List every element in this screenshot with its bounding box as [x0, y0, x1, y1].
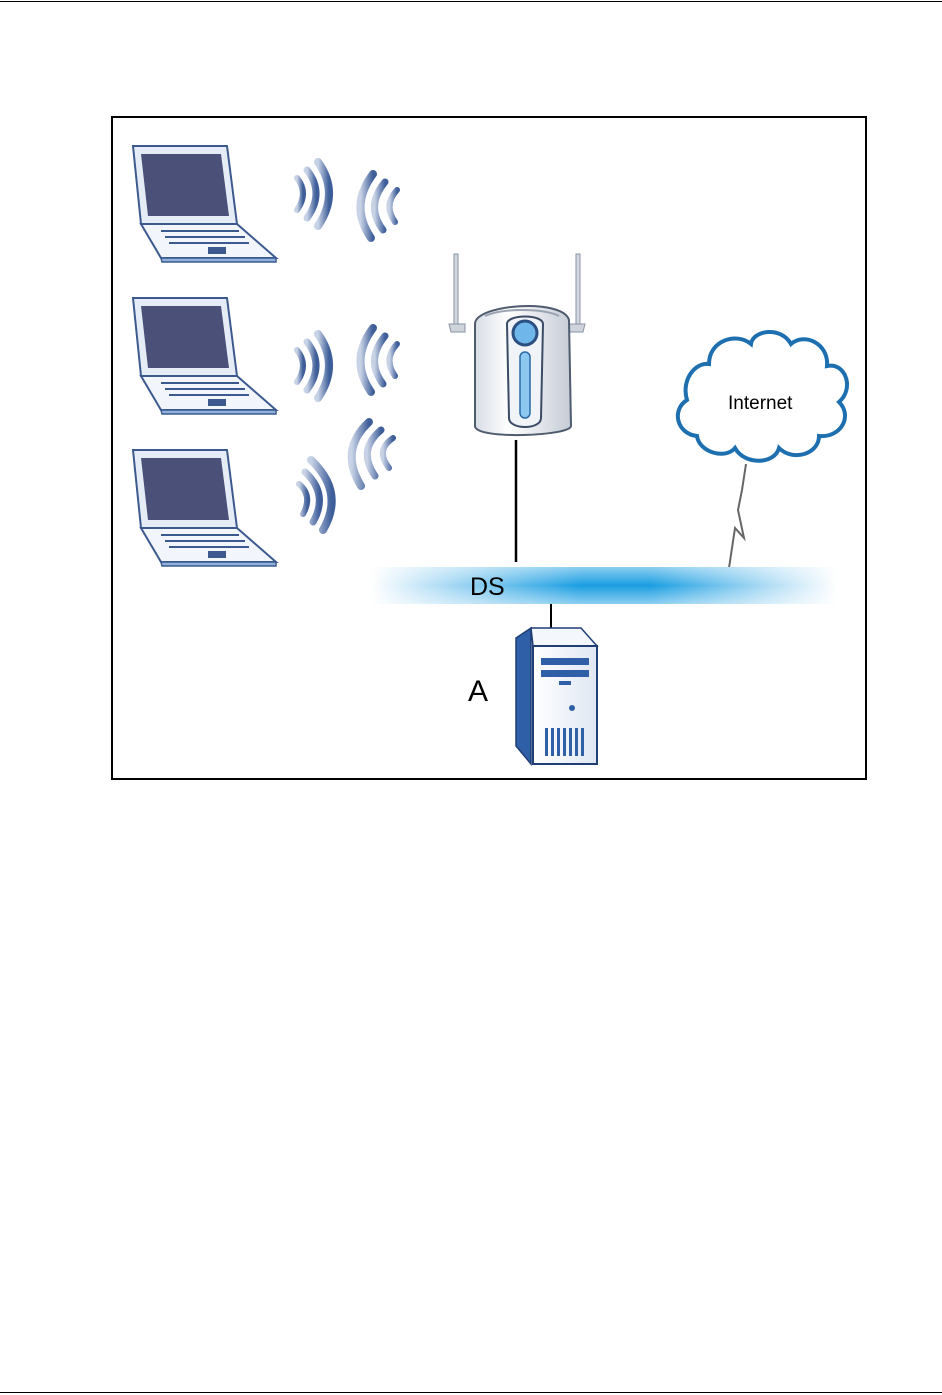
header-rule: [0, 1, 942, 2]
laptop-icon: [133, 298, 276, 414]
station-a-label: A: [468, 675, 488, 709]
laptop-icon: [133, 450, 276, 566]
footer-rule: [0, 1392, 942, 1393]
internet-label: Internet: [728, 393, 792, 415]
diagram-canvas: [113, 118, 865, 778]
laptop-icon: [133, 146, 276, 262]
network-diagram: DS A Internet: [111, 116, 867, 780]
server-tower-icon: [516, 628, 597, 764]
wireless-signal-icon: [297, 162, 397, 530]
ds-bar: [371, 567, 837, 604]
ds-label: DS: [470, 573, 505, 602]
access-point-icon: [449, 254, 585, 435]
internet-link: [729, 464, 746, 568]
